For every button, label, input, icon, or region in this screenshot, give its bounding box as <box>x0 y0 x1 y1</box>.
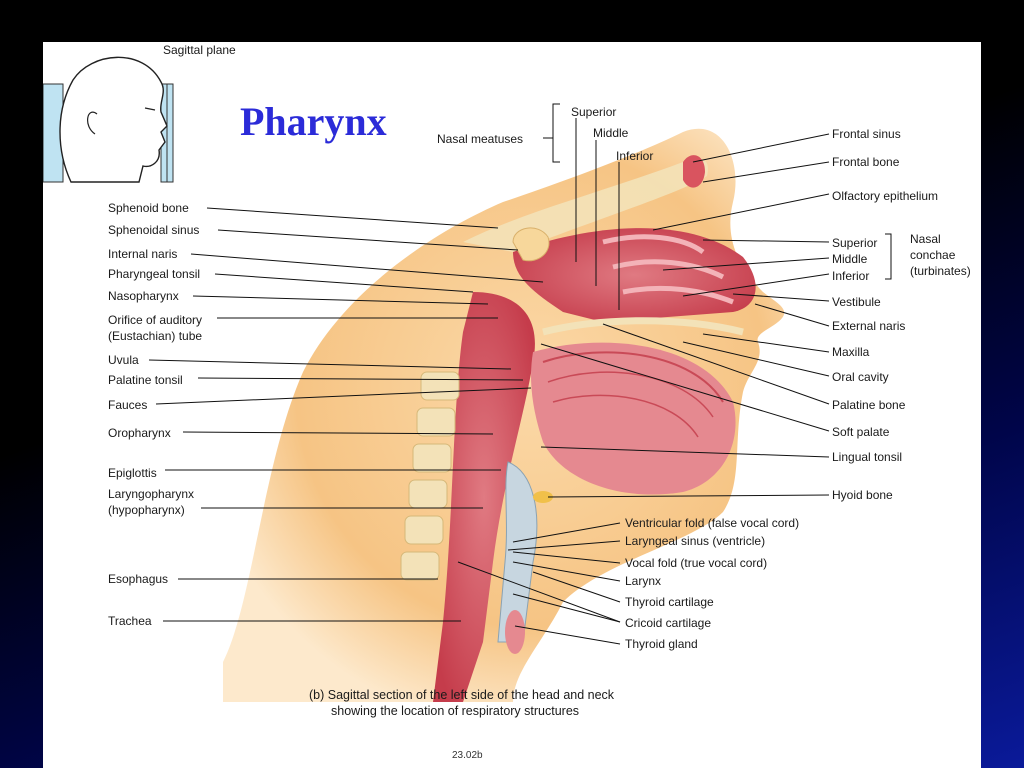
caption-line-2: showing the location of respiratory stru… <box>331 704 580 718</box>
slide-title: Pharynx <box>240 99 387 144</box>
label-concha-inferior: Inferior <box>832 269 870 283</box>
slide: Pharynx Sagittal plane Sphenoid bone Sph… <box>43 42 981 768</box>
figure-id: 23.02b <box>452 750 483 761</box>
label-maxilla: Maxilla <box>832 345 870 359</box>
label-esophagus: Esophagus <box>108 572 169 586</box>
label-frontal-sinus: Frontal sinus <box>832 127 901 141</box>
label-laryngopharynx-1: Laryngopharynx <box>108 487 195 501</box>
label-lingual-tonsil: Lingual tonsil <box>832 450 903 464</box>
label-nasal-meatuses: Nasal meatuses <box>437 132 524 146</box>
label-thyroid-gland: Thyroid gland <box>625 637 698 651</box>
label-concha-middle: Middle <box>832 252 868 266</box>
label-epiglottis: Epiglottis <box>108 466 157 480</box>
label-external-naris: External naris <box>832 319 906 333</box>
label-laryngopharynx-2: (hypopharynx) <box>108 503 185 517</box>
inset-label-sagittal-plane: Sagittal plane <box>163 43 236 57</box>
figure-caption: (b) Sagittal section of the left side of… <box>309 687 614 719</box>
label-olfactory-epithelium: Olfactory epithelium <box>832 189 939 203</box>
label-hyoid-bone: Hyoid bone <box>832 488 893 502</box>
label-pharyngeal-tonsil: Pharyngeal tonsil <box>108 267 201 281</box>
label-meatus-inferior: Inferior <box>616 149 654 163</box>
leader-lines <box>148 103 892 645</box>
label-larynx: Larynx <box>625 574 662 588</box>
label-thyroid-cartilage: Thyroid cartilage <box>625 595 714 609</box>
label-trachea: Trachea <box>108 614 152 628</box>
label-frontal-bone: Frontal bone <box>832 155 900 169</box>
label-meatus-superior: Superior <box>571 105 617 119</box>
label-nasal-conchae-3: (turbinates) <box>910 264 971 278</box>
label-soft-palate: Soft palate <box>832 425 890 439</box>
label-orifice-auditory-tube-2: (Eustachian) tube <box>108 329 203 343</box>
label-oropharynx: Oropharynx <box>108 426 171 440</box>
label-laryngeal-sinus: Laryngeal sinus (ventricle) <box>625 534 766 548</box>
label-vocal-fold: Vocal fold (true vocal cord) <box>625 556 768 570</box>
inset-head-diagram <box>43 56 174 183</box>
label-sphenoid-bone: Sphenoid bone <box>108 201 189 215</box>
label-meatus-middle: Middle <box>593 126 629 140</box>
label-fauces: Fauces <box>108 398 148 412</box>
label-sphenoidal-sinus: Sphenoidal sinus <box>108 223 200 237</box>
caption-line-1: (b) Sagittal section of the left side of… <box>309 688 615 702</box>
label-palatine-tonsil: Palatine tonsil <box>108 373 183 387</box>
label-uvula: Uvula <box>108 353 139 367</box>
label-oral-cavity: Oral cavity <box>832 370 889 384</box>
label-ventricular-fold: Ventricular fold (false vocal cord) <box>625 516 800 530</box>
label-vestibule: Vestibule <box>832 295 881 309</box>
label-nasal-conchae-1: Nasal <box>910 232 941 246</box>
label-concha-superior: Superior <box>832 236 878 250</box>
head-neck-section <box>223 128 785 702</box>
label-nasopharynx: Nasopharynx <box>108 289 179 303</box>
label-palatine-bone: Palatine bone <box>832 398 906 412</box>
label-orifice-auditory-tube-1: Orifice of auditory <box>108 313 203 327</box>
label-nasal-conchae-2: conchae <box>910 248 956 262</box>
sagittal-section-illustration <box>43 56 892 702</box>
label-internal-naris: Internal naris <box>108 247 178 261</box>
label-cricoid-cartilage: Cricoid cartilage <box>625 616 712 630</box>
